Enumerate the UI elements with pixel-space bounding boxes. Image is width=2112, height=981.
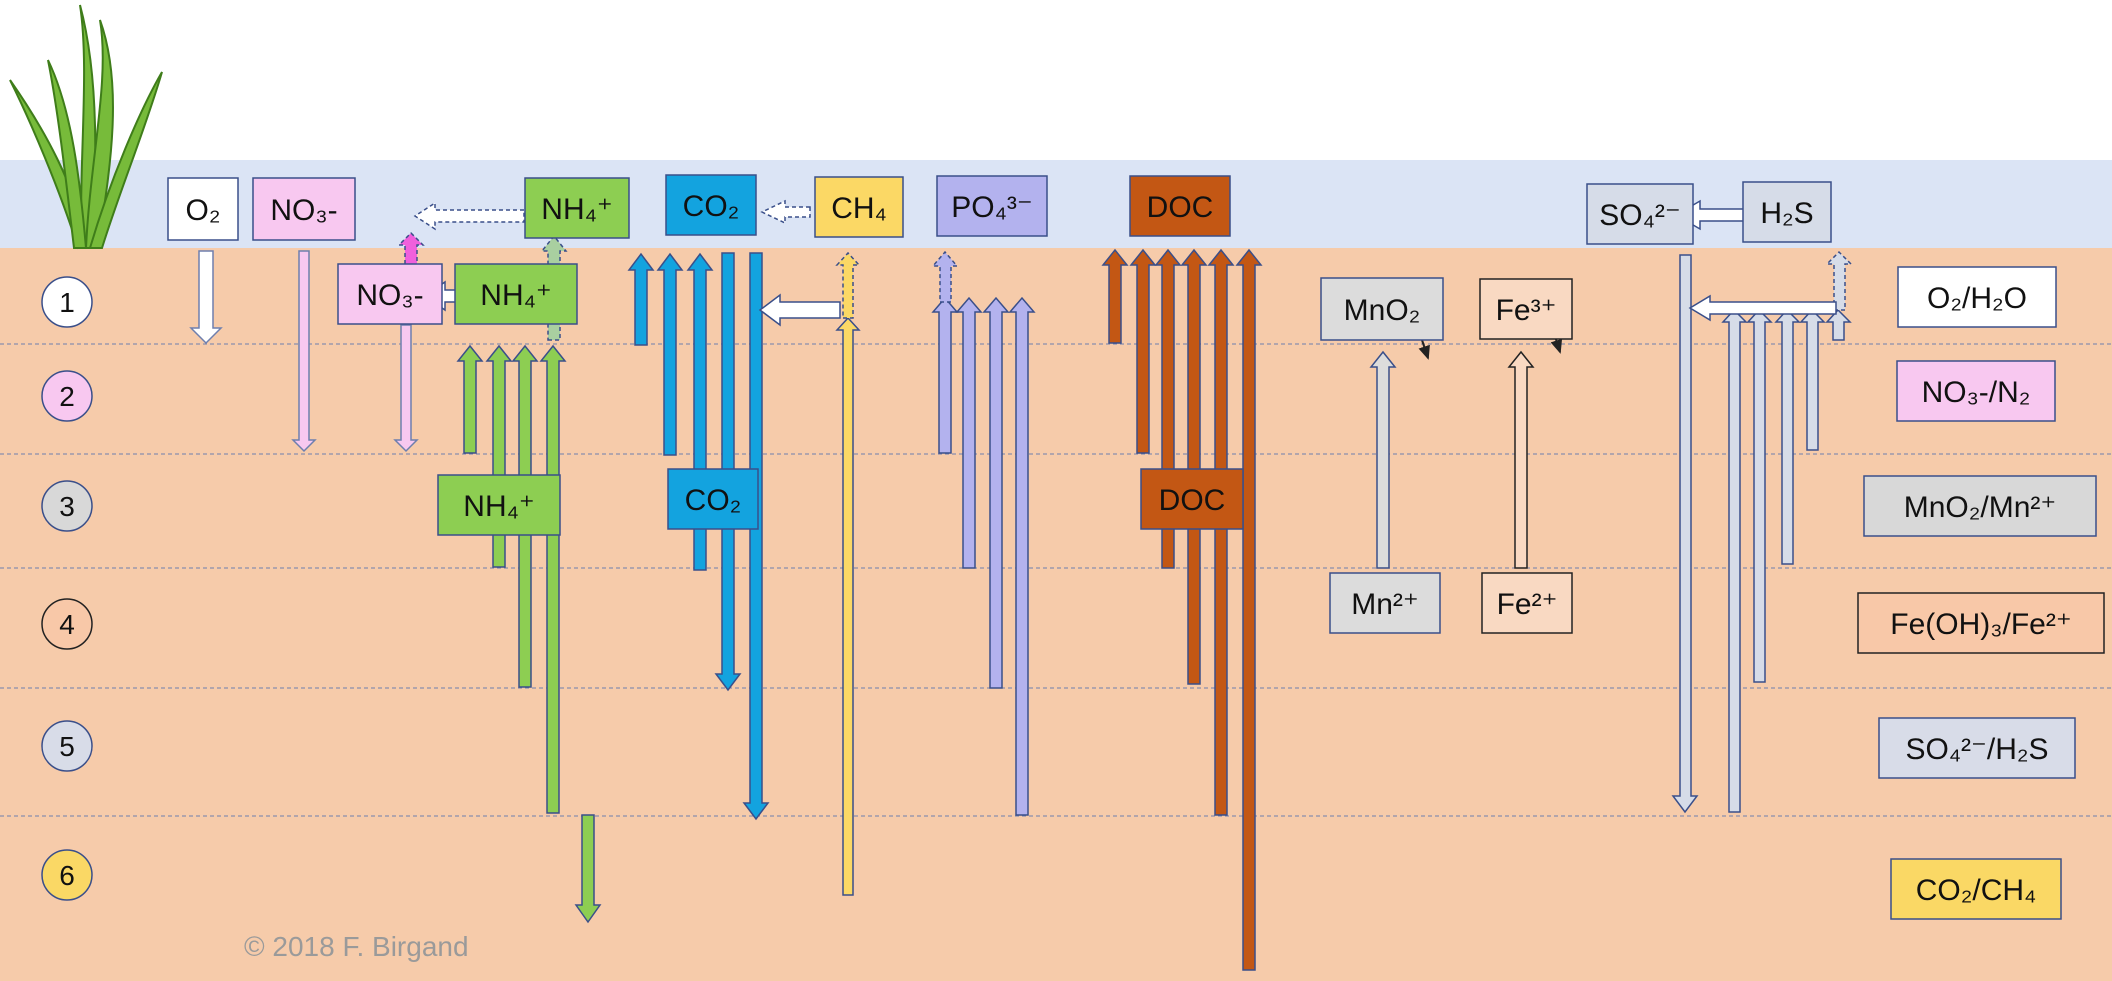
redox-label-3: MnO₂/Mn²⁺ [1863, 475, 2097, 537]
species-so4-water: SO₄²⁻ [1586, 183, 1694, 245]
species-no3-water: NO₃- [252, 177, 356, 241]
sky-layer [0, 0, 2112, 160]
svg-text:1: 1 [59, 287, 75, 318]
o2-flux-arrow [189, 250, 223, 345]
svg-text:PO₄³⁻: PO₄³⁻ [951, 191, 1032, 224]
nitrification-water-arrow [413, 201, 525, 231]
svg-text:H₂S: H₂S [1760, 197, 1813, 230]
redox-label-2: NO₃-/N₂ [1896, 360, 2056, 422]
zone-circle-5: 5 [41, 720, 93, 772]
ch4-flux-arrow [835, 316, 861, 896]
zone-circle-6: 6 [41, 849, 93, 901]
species-mn2: Mn²⁺ [1329, 572, 1441, 634]
no3-flux-arrow [291, 250, 317, 453]
svg-text:2: 2 [59, 381, 75, 412]
svg-text:SO₄²⁻: SO₄²⁻ [1599, 199, 1680, 232]
redox-label-6: CO₂/CH₄ [1890, 858, 2062, 920]
species-ch4-water: CH₄ [814, 176, 904, 238]
svg-text:CH₄: CH₄ [831, 192, 887, 225]
h2s-oxidation-arrow [1688, 294, 1837, 322]
species-co2-sediment: CO₂ [667, 468, 759, 530]
ch4-dashed-up-arrow [835, 251, 861, 319]
h2s-flux-arrows [1721, 308, 1852, 813]
svg-text:6: 6 [59, 860, 75, 891]
svg-text:DOC: DOC [1159, 484, 1226, 517]
mn-flux-arrow [1369, 350, 1397, 569]
svg-text:CO₂: CO₂ [685, 484, 742, 517]
svg-text:NH₄⁺: NH₄⁺ [480, 279, 551, 312]
ch4-oxidation-arrow [758, 293, 841, 327]
fe-flux-arrow [1507, 350, 1535, 569]
zone-circle-4: 4 [41, 598, 93, 650]
sediment-layer [0, 248, 2112, 981]
svg-text:3: 3 [59, 491, 75, 522]
species-doc-sediment: DOC [1140, 468, 1244, 530]
svg-text:SO₄²⁻/H₂S: SO₄²⁻/H₂S [1905, 733, 2048, 766]
svg-text:MnO₂: MnO₂ [1344, 294, 1421, 327]
redox-label-5: SO₄²⁻/H₂S [1878, 717, 2076, 779]
svg-text:CO₂/CH₄: CO₂/CH₄ [1916, 874, 2037, 907]
svg-text:NO₃-/N₂: NO₃-/N₂ [1922, 376, 2031, 409]
h2s-dashed-up-arrow [1825, 250, 1853, 311]
no3-sediment-down-arrow [393, 324, 419, 453]
ch4-water-to-co2-arrow [760, 199, 811, 225]
svg-text:CO₂: CO₂ [683, 190, 740, 223]
svg-text:NH₄⁺: NH₄⁺ [541, 193, 612, 226]
doc-flux-arrows [1101, 248, 1263, 971]
svg-text:DOC: DOC [1147, 191, 1214, 224]
svg-text:Mn²⁺: Mn²⁺ [1351, 588, 1419, 621]
redox-label-1: O₂/H₂O [1897, 266, 2057, 328]
svg-text:NH₄⁺: NH₄⁺ [463, 490, 534, 523]
species-nh4-sediment-lower: NH₄⁺ [437, 474, 561, 536]
species-nh4-water: NH₄⁺ [524, 177, 630, 239]
svg-text:Fe²⁺: Fe²⁺ [1497, 588, 1558, 621]
svg-text:NO₃-: NO₃- [356, 279, 423, 312]
po4-flux-arrows [931, 296, 1036, 816]
species-h2s-water: H₂S [1742, 181, 1832, 243]
svg-text:MnO₂/Mn²⁺: MnO₂/Mn²⁺ [1904, 491, 2057, 524]
sulfate-down-arrow [1671, 254, 1699, 814]
species-o2-water: O₂ [167, 177, 239, 241]
species-fe2: Fe²⁺ [1481, 572, 1573, 634]
zone-circle-2: 2 [41, 370, 93, 422]
species-fe3: Fe³⁺ [1479, 278, 1573, 340]
po4-dashed-up-arrow [931, 250, 959, 303]
species-no3-sediment: NO₃- [337, 263, 443, 325]
species-po4-water: PO₄³⁻ [936, 175, 1048, 237]
svg-text:O₂/H₂O: O₂/H₂O [1927, 282, 2027, 315]
species-mno2: MnO₂ [1320, 277, 1444, 341]
svg-text:Fe³⁺: Fe³⁺ [1496, 294, 1557, 327]
species-nh4-sediment-upper: NH₄⁺ [454, 263, 578, 325]
species-co2-water: CO₂ [665, 174, 757, 236]
redox-label-4: Fe(OH)₃/Fe²⁺ [1857, 592, 2105, 654]
svg-text:O₂: O₂ [186, 194, 221, 227]
svg-text:5: 5 [59, 731, 75, 762]
zone-circle-3: 3 [41, 480, 93, 532]
grass-icon [9, 4, 163, 250]
svg-text:NO₃-: NO₃- [270, 194, 337, 227]
zone-circle-1: 1 [41, 276, 93, 328]
copyright-text: © 2018 F. Birgand [244, 931, 469, 962]
species-doc-water: DOC [1129, 175, 1231, 237]
svg-text:4: 4 [59, 609, 75, 640]
svg-text:Fe(OH)₃/Fe²⁺: Fe(OH)₃/Fe²⁺ [1890, 608, 2071, 641]
